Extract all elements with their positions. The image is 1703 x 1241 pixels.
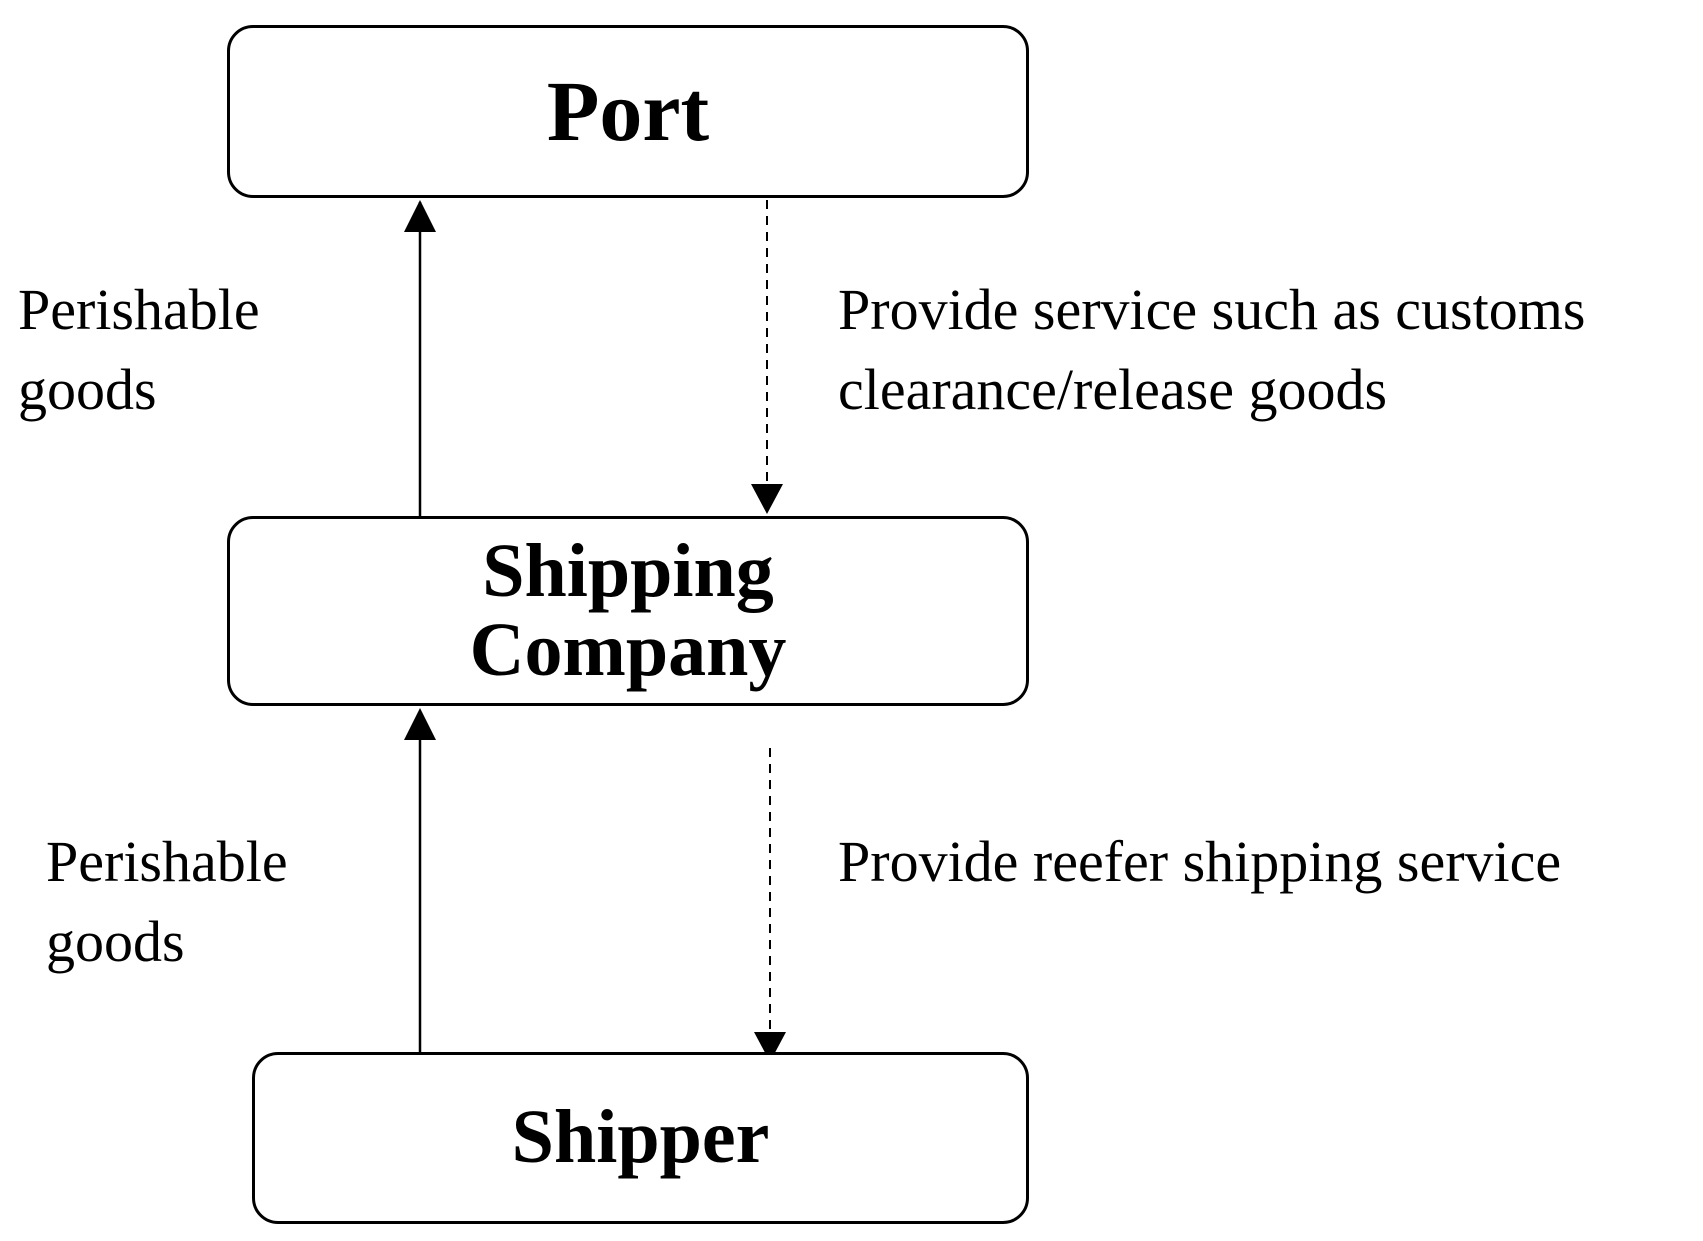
edge-label-line: Provide service such as customs	[838, 277, 1586, 342]
arrowhead-up-icon	[404, 708, 436, 740]
edge-label-shipper-to-shipping: Perishable goods	[46, 822, 288, 982]
edge-label-line: Provide reefer shipping service	[838, 829, 1562, 894]
node-shipping-company-label: Shipping Company	[469, 528, 787, 692]
connector-shipping-to-port	[404, 200, 436, 516]
node-port-label: Port	[546, 62, 710, 159]
arrowhead-down-icon	[754, 1032, 786, 1062]
edge-label-line: Perishable	[18, 277, 260, 342]
edge-label-shipping-to-shipper: Provide reefer shipping service	[838, 822, 1561, 902]
arrowhead-up-icon	[404, 200, 436, 232]
node-shipper-label: Shipper	[511, 1095, 770, 1180]
node-port: Port	[227, 25, 1029, 198]
edge-label-line: goods	[46, 909, 185, 975]
edge-label-port-to-shipping: Provide service such as customs clearanc…	[838, 270, 1585, 430]
connector-shipper-to-shipping	[404, 708, 436, 1052]
edge-label-shipping-to-port: Perishable goods	[18, 270, 260, 430]
arrowhead-down-icon	[751, 484, 783, 514]
node-shipping-company: Shipping Company	[227, 516, 1029, 706]
edge-label-line: Perishable	[46, 829, 288, 894]
connector-shipping-to-shipper	[754, 748, 786, 1062]
node-shipper: Shipper	[252, 1052, 1029, 1224]
edge-label-line: clearance/release goods	[838, 357, 1388, 423]
connector-port-to-shipping	[751, 200, 783, 514]
edge-label-line: goods	[18, 357, 157, 423]
